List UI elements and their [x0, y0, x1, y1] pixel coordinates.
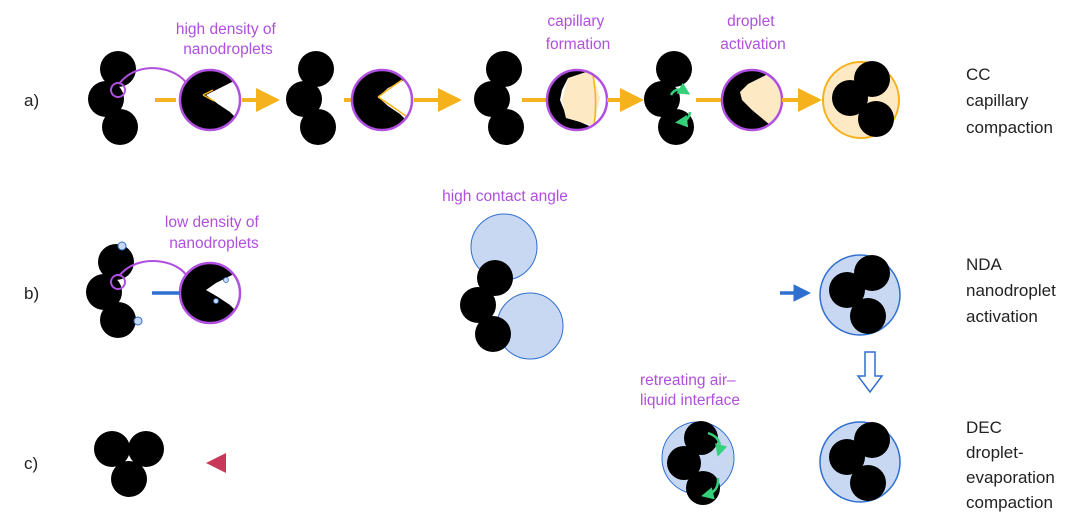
rotation-arrow-icon — [669, 82, 691, 96]
particle-cluster — [644, 51, 694, 145]
zoom-view — [545, 68, 609, 132]
particle-cluster — [88, 51, 138, 145]
contact-angle-cluster — [460, 213, 564, 360]
annotation-retreating-interface: retreating air– liquid interface — [640, 372, 740, 409]
zoom-view — [350, 68, 414, 132]
row-b-letter: b) — [24, 284, 39, 303]
particle-cluster — [474, 51, 524, 145]
retreating-droplet — [661, 421, 735, 505]
annotation-droplet-activation: droplet activation — [720, 13, 785, 53]
particle-cluster — [86, 241, 143, 338]
dec-droplet — [819, 421, 901, 503]
magnifier-marker — [110, 82, 126, 98]
annotation-low-density: low density of nanodroplets — [165, 214, 263, 252]
particle-cluster — [286, 51, 336, 145]
label-dec: DEC droplet- evaporation compaction — [966, 418, 1060, 512]
down-arrow-icon — [856, 351, 884, 394]
magnifier-marker — [110, 274, 126, 290]
compacted-cluster — [94, 431, 164, 497]
nda-droplet — [819, 254, 901, 336]
row-a-letter: a) — [24, 91, 39, 110]
compacted-droplet — [822, 61, 900, 139]
rotation-arrow-icon — [707, 431, 728, 457]
annotation-high-density: high density of nanodroplets — [176, 21, 280, 58]
rotation-arrow-icon — [701, 477, 720, 500]
annotation-capillary-formation: capillary formation — [546, 13, 611, 53]
row-c-letter: c) — [24, 454, 38, 473]
rotation-arrow-icon — [675, 111, 692, 128]
annotation-high-contact-angle: high contact angle — [442, 188, 568, 205]
label-cc: CC capillary compaction — [966, 65, 1053, 137]
zoom-view — [178, 68, 242, 132]
zoom-view — [720, 68, 784, 132]
label-nda: NDA nanodroplet activation — [966, 255, 1061, 326]
zoom-view — [178, 261, 242, 325]
